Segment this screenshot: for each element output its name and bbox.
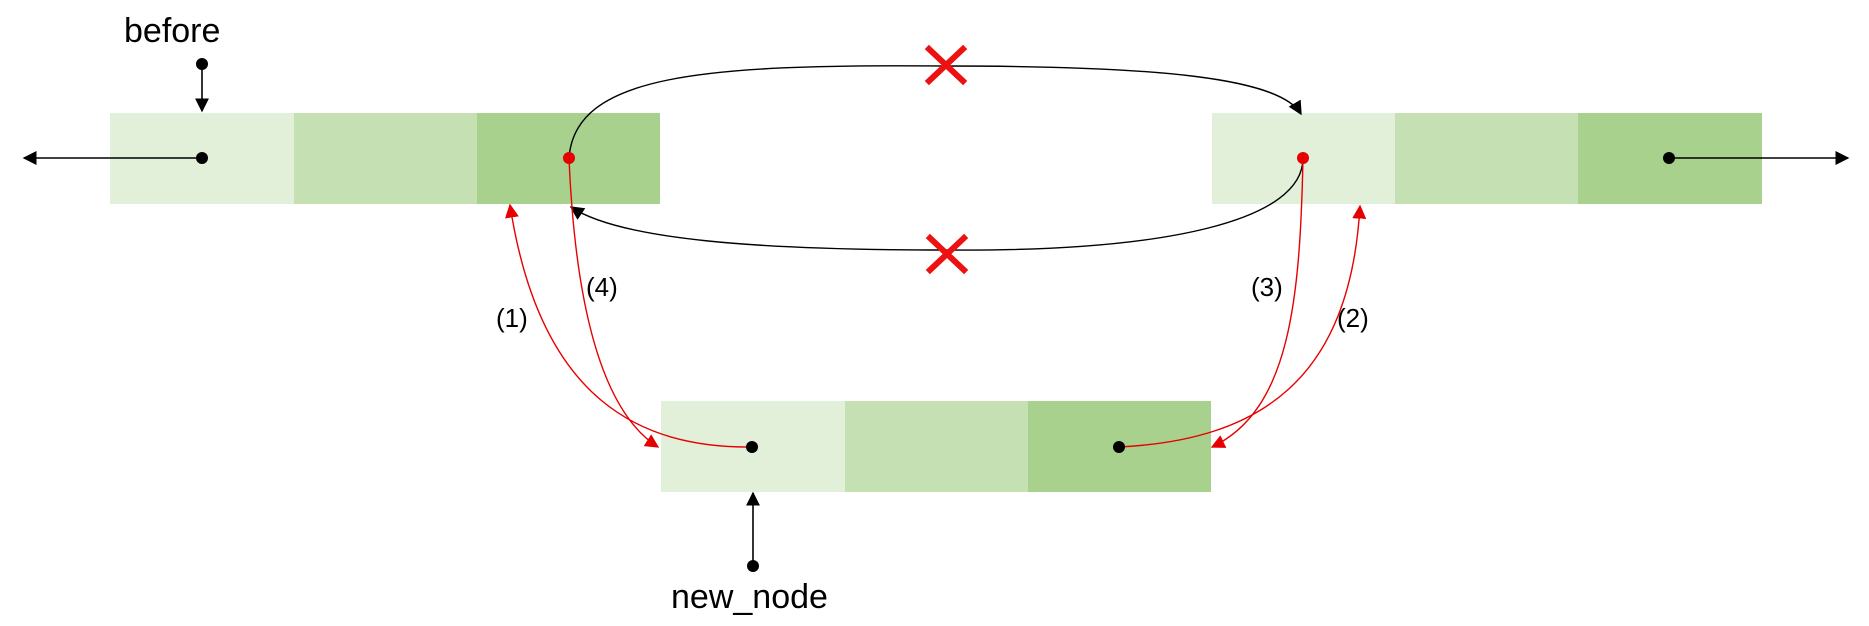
cross-icon bbox=[924, 44, 968, 86]
node-after-data-cell bbox=[1395, 113, 1578, 204]
step2-link-arrow bbox=[1118, 204, 1367, 448]
pointer-dot bbox=[196, 152, 208, 164]
pointer-dot-red bbox=[1297, 152, 1309, 164]
step2-label: (2) bbox=[1337, 303, 1369, 333]
step3-link-arrow bbox=[1210, 157, 1304, 448]
node-before bbox=[110, 113, 660, 204]
pointer-dot bbox=[1113, 441, 1125, 453]
pointer-dot bbox=[196, 58, 208, 70]
old-next-link-arrow bbox=[568, 65, 1302, 159]
node-before-data-cell bbox=[294, 113, 477, 204]
step1-link-arrow bbox=[505, 203, 753, 448]
pointer-dot bbox=[747, 560, 759, 572]
step4-link-arrow bbox=[568, 157, 660, 448]
pointer-dot bbox=[746, 441, 758, 453]
node-new bbox=[661, 401, 1211, 492]
before-label: before bbox=[124, 12, 220, 50]
pointer-dot bbox=[1663, 152, 1675, 164]
step4-label: (4) bbox=[586, 272, 618, 302]
node-new-data-cell bbox=[845, 401, 1028, 492]
old-prev-link-arrow bbox=[569, 157, 1304, 251]
new-node-label: new_node bbox=[671, 578, 828, 616]
step3-label: (3) bbox=[1251, 272, 1283, 302]
cross-icon bbox=[925, 233, 969, 275]
step1-label: (1) bbox=[496, 303, 528, 333]
pointer-dot-red bbox=[563, 152, 575, 164]
